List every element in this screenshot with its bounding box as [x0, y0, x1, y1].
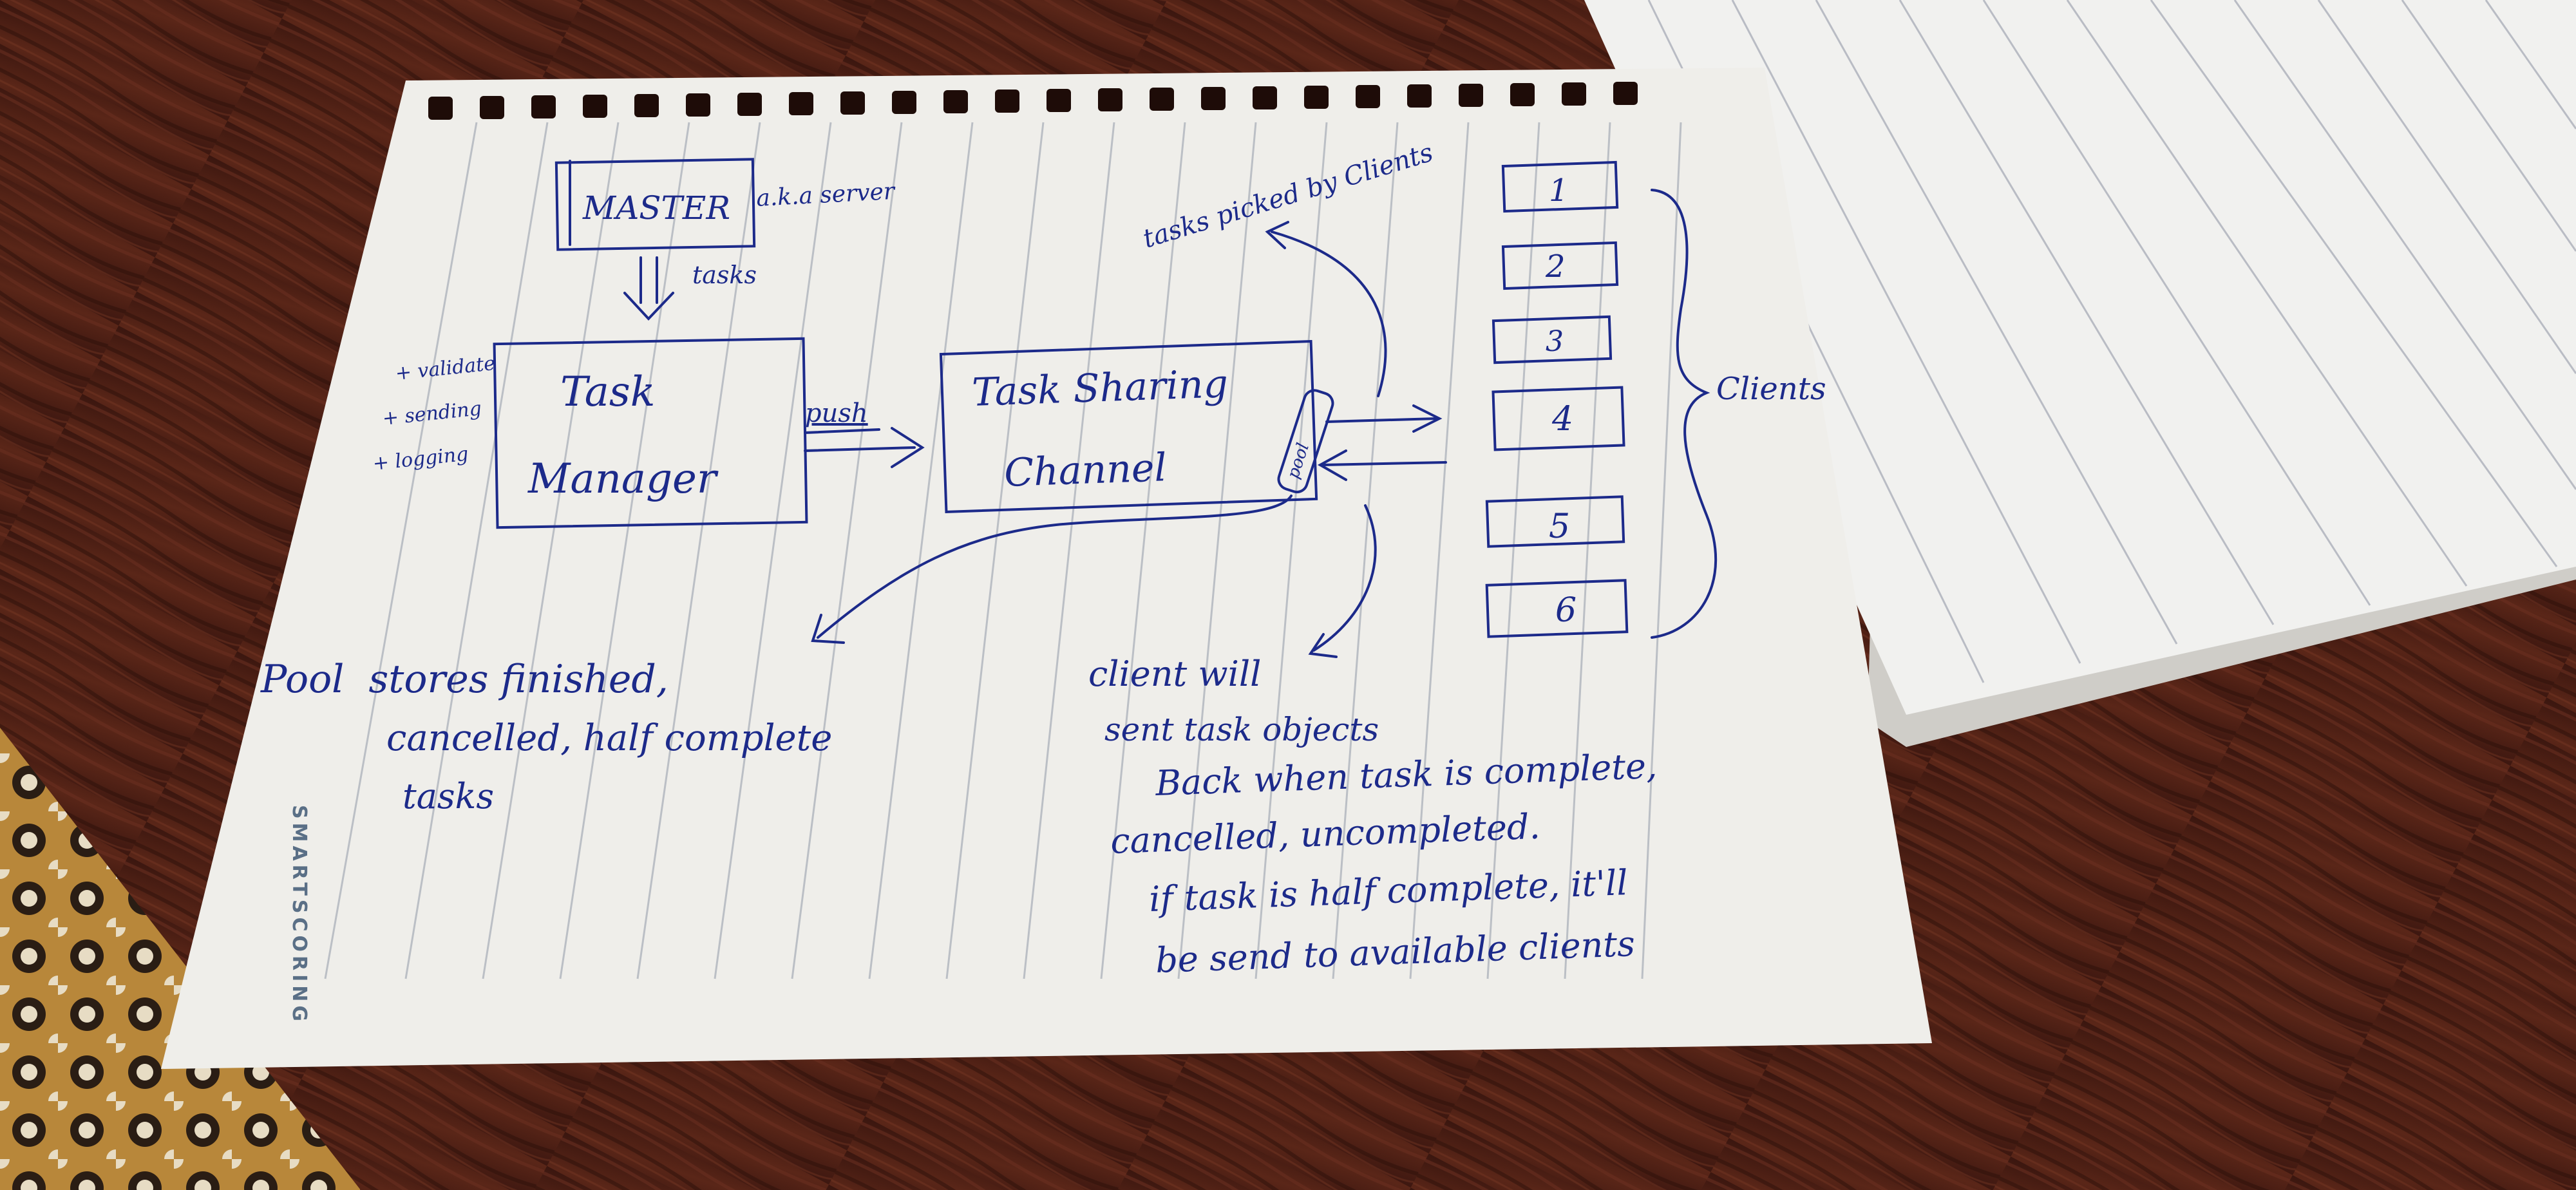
client-label: 5	[1549, 507, 1570, 546]
tasks-arrow-label: tasks	[692, 261, 757, 289]
perforation-holes	[428, 82, 1638, 120]
task-manager-label-line2: Manager	[527, 455, 719, 503]
clients-brace-label: Clients	[1716, 371, 1826, 407]
pool-note-line3: tasks	[402, 776, 494, 817]
notebook-page: SMARTSCORING	[161, 68, 1932, 1069]
client-box	[1492, 386, 1625, 451]
client-label: 4	[1551, 400, 1573, 439]
channel-label-line2: Channel	[1003, 445, 1168, 496]
notebook-brand: SMARTSCORING	[288, 805, 310, 1025]
client-box	[1501, 241, 1619, 290]
client-note-line1: client will	[1088, 654, 1261, 694]
diagram	[493, 158, 1718, 658]
push-arrow	[804, 427, 925, 468]
channel-label-line1: Task Sharing	[971, 361, 1229, 415]
client-label: 1	[1549, 173, 1569, 209]
pool-note-arrow	[817, 495, 1293, 639]
push-label: push	[805, 399, 868, 428]
client-label: 3	[1546, 325, 1564, 358]
client-box	[1485, 495, 1625, 548]
task-manager-node	[493, 337, 808, 529]
clients-brace	[1651, 189, 1718, 639]
tasks-arrow	[623, 256, 674, 321]
task-manager-label-line1: Task	[560, 368, 656, 416]
pool-slot	[1277, 389, 1334, 494]
second-notebook	[1584, 0, 2576, 747]
clients-to-channel-arrow	[1322, 461, 1447, 466]
client-box	[1492, 315, 1613, 364]
client-note-line2: sent task objects	[1104, 711, 1379, 748]
client-boxes	[1485, 160, 1629, 638]
pool-note-line1: Pool stores finished,	[260, 657, 668, 702]
rug	[0, 728, 361, 1190]
task-sharing-channel-node	[939, 339, 1318, 514]
tasks-picked-arrow	[1271, 231, 1387, 397]
client-label: 2	[1545, 249, 1566, 285]
client-note-arrow	[1312, 504, 1377, 652]
channel-to-clients-arrow	[1325, 417, 1437, 423]
master-label: MASTER	[582, 189, 730, 227]
client-label: 6	[1555, 591, 1577, 630]
pool-note-line2: cancelled, half complete	[386, 717, 832, 759]
master-node	[554, 158, 756, 251]
client-box	[1501, 160, 1619, 213]
client-box	[1485, 579, 1629, 638]
